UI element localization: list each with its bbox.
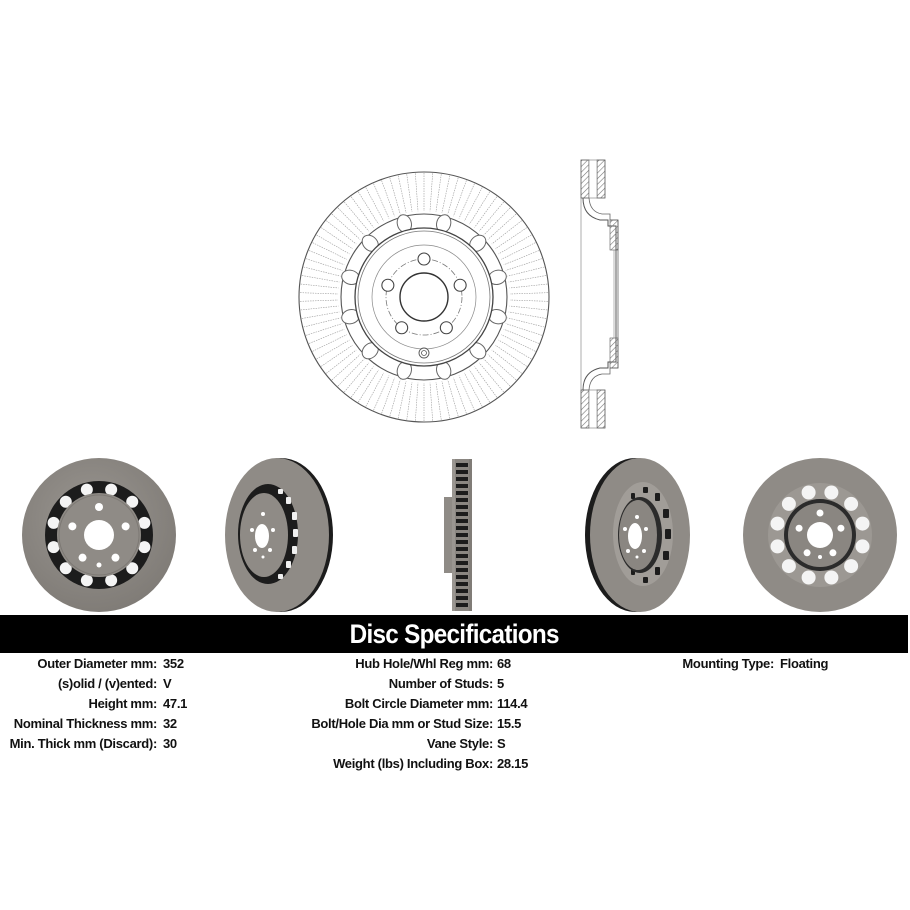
spec-value: 28.15 bbox=[497, 756, 529, 771]
brake-disc-back-icon bbox=[743, 458, 897, 612]
brake-disc-front-icon bbox=[22, 458, 176, 612]
spec-value: 352 bbox=[163, 656, 184, 671]
disc-photo-front bbox=[21, 457, 177, 613]
spec-value: 47.1 bbox=[163, 696, 188, 711]
spec-row-hub-hole: Hub Hole/Whl Reg mm: 68 bbox=[260, 654, 600, 674]
banner-title: Disc Specifications bbox=[349, 618, 559, 649]
spec-value: 15.5 bbox=[497, 716, 522, 731]
spec-label: Weight (lbs) Including Box: bbox=[333, 756, 493, 771]
spec-row-bolt-circle: Bolt Circle Diameter mm: 114.4 bbox=[260, 694, 600, 714]
spec-row-height: Height mm: 47.1 bbox=[0, 694, 260, 714]
spec-label: Bolt Circle Diameter mm: bbox=[344, 696, 493, 711]
spec-row-bolt-hole-dia: Bolt/Hole Dia mm or Stud Size: 15.5 bbox=[260, 714, 600, 734]
disc-photo-back bbox=[742, 457, 898, 613]
spec-value: 68 bbox=[497, 656, 511, 671]
specifications-banner: Disc Specifications bbox=[0, 615, 908, 653]
cross-section-icon bbox=[580, 159, 619, 429]
spec-value: V bbox=[163, 676, 172, 691]
spec-label: (s)olid / (v)ented: bbox=[57, 676, 157, 691]
spec-row-vane-style: Vane Style: S bbox=[260, 734, 600, 754]
spec-value: 30 bbox=[163, 736, 177, 751]
spec-column-2: Hub Hole/Whl Reg mm: 68 Number of Studs:… bbox=[260, 654, 600, 774]
spec-value: 114.4 bbox=[497, 696, 528, 711]
disc-photo-angled-left bbox=[222, 457, 336, 613]
spec-label: Number of Studs: bbox=[388, 676, 494, 691]
spec-label: Bolt/Hole Dia mm or Stud Size: bbox=[311, 716, 493, 731]
disc-photo-angled-right bbox=[585, 457, 695, 613]
spec-label: Min. Thick mm (Discard): bbox=[9, 736, 158, 751]
spec-label: Mounting Type: bbox=[682, 656, 774, 671]
spec-row-min-thickness: Min. Thick mm (Discard): 30 bbox=[0, 734, 260, 754]
spec-value: S bbox=[497, 736, 506, 751]
spec-row-mounting-type: Mounting Type: Floating bbox=[600, 654, 910, 674]
disc-line-drawing-icon bbox=[298, 171, 550, 423]
spec-row-nominal-thickness: Nominal Thickness mm: 32 bbox=[0, 714, 260, 734]
spec-label: Hub Hole/Whl Reg mm: bbox=[355, 656, 493, 671]
spec-row-number-of-studs: Number of Studs: 5 bbox=[260, 674, 600, 694]
spec-value: Floating bbox=[780, 656, 829, 671]
spec-label: Vane Style: bbox=[426, 736, 493, 751]
spec-row-solid-vented: (s)olid / (v)ented: V bbox=[0, 674, 260, 694]
technical-drawing-cross-section bbox=[578, 158, 622, 430]
brake-disc-angled-icon bbox=[585, 458, 690, 612]
brake-disc-angled-icon bbox=[225, 458, 333, 612]
disc-photo-side-profile bbox=[444, 457, 474, 613]
spec-label: Height mm: bbox=[88, 696, 157, 711]
brake-disc-side-icon bbox=[444, 459, 472, 611]
spec-column-3: Mounting Type: Floating bbox=[600, 654, 910, 674]
spec-row-outer-diameter: Outer Diameter mm: 352 bbox=[0, 654, 260, 674]
spec-value: 5 bbox=[497, 676, 504, 691]
spec-value: 32 bbox=[163, 716, 177, 731]
spec-column-1: Outer Diameter mm: 352 (s)olid / (v)ente… bbox=[0, 654, 260, 754]
technical-drawing-front-view bbox=[297, 170, 551, 424]
spec-label: Nominal Thickness mm: bbox=[13, 716, 158, 731]
spec-label: Outer Diameter mm: bbox=[37, 656, 157, 671]
spec-row-weight: Weight (lbs) Including Box: 28.15 bbox=[260, 754, 600, 774]
